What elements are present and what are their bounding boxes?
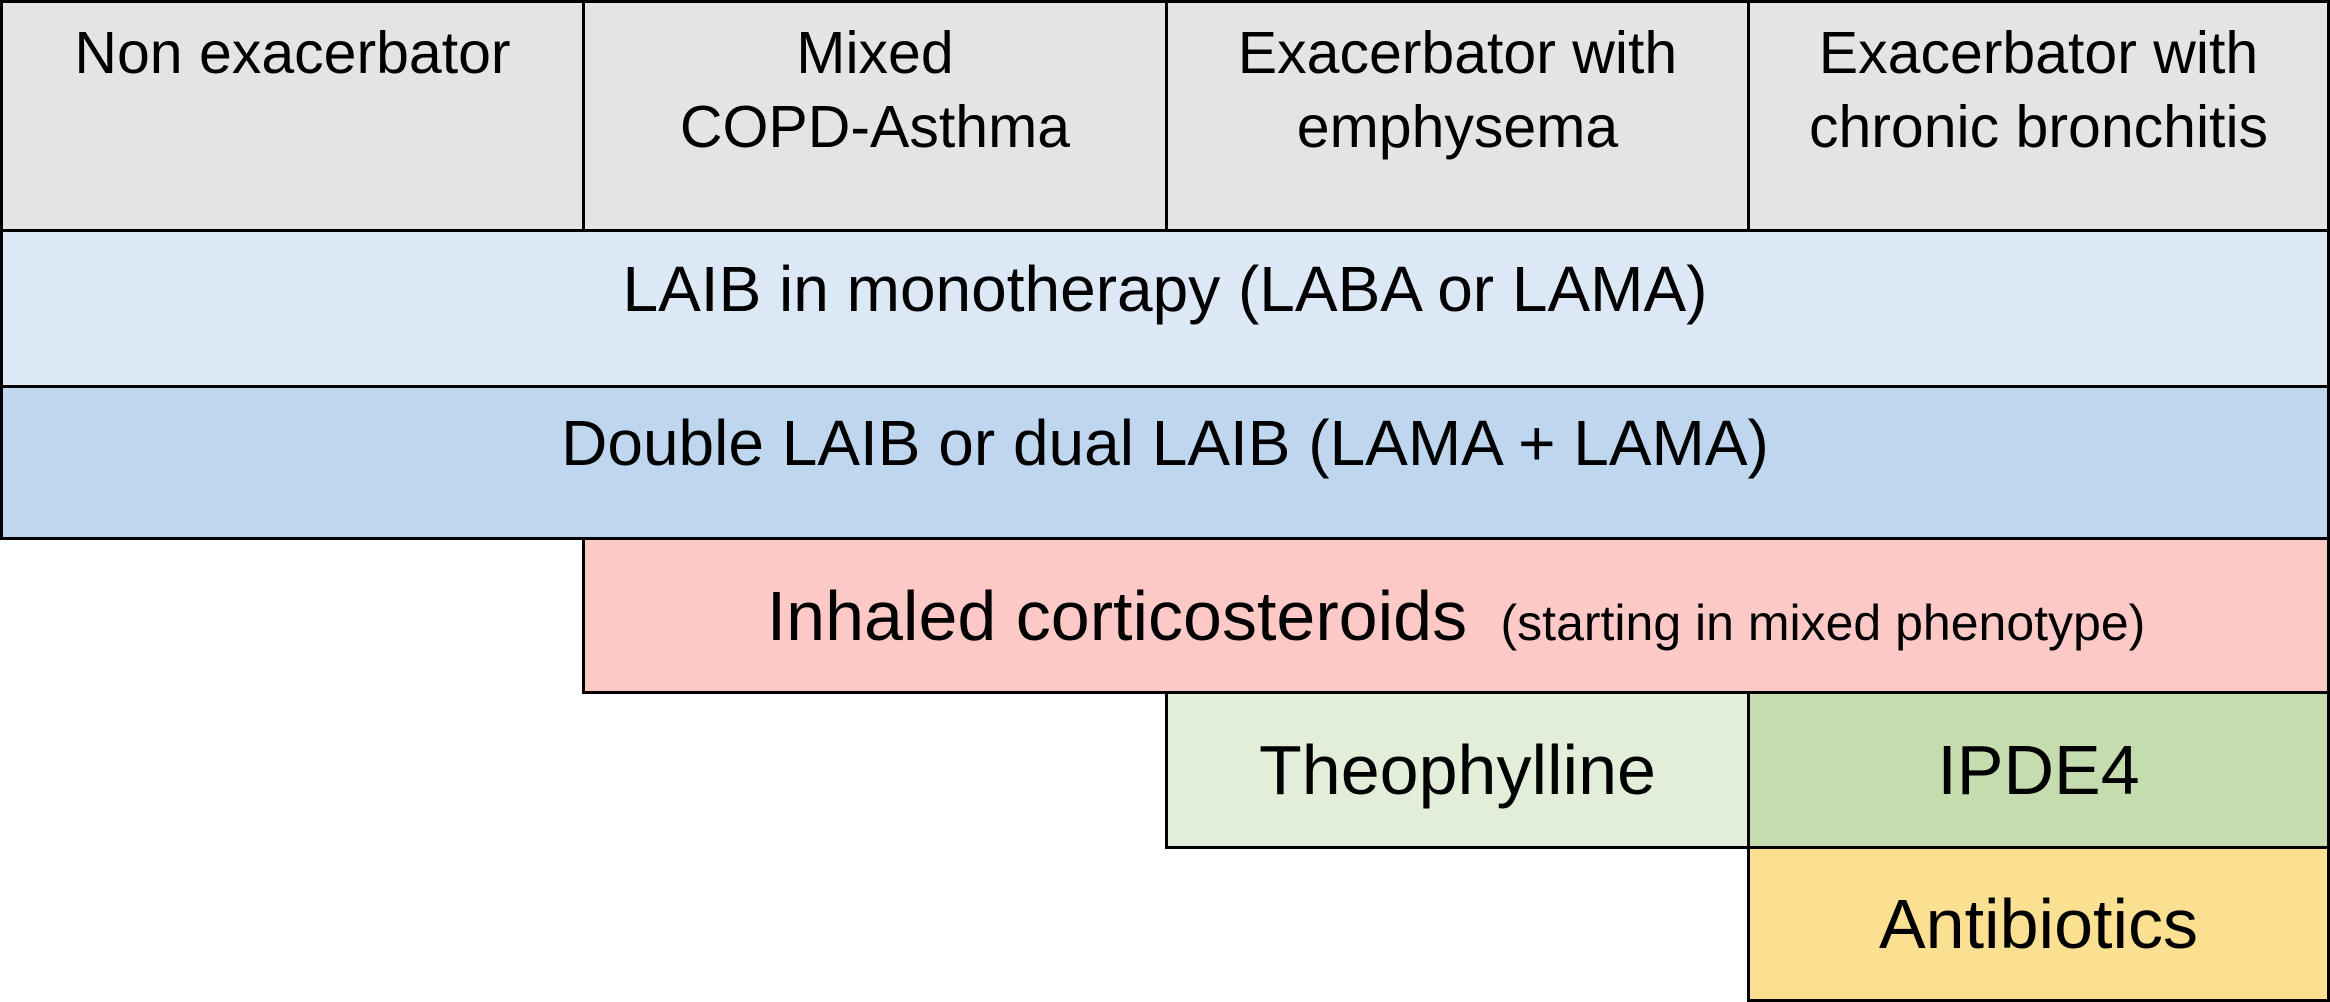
column-header-mixed-copd-asthma: Mixed COPD-Asthma (582, 0, 1168, 232)
band-inhaled-corticosteroids-text: Inhaled corticosteroids (starting in mix… (767, 576, 2146, 656)
band-double-laib-label: Double LAIB or dual LAIB (LAMA + LAMA) (561, 406, 1769, 479)
column-header-exacerbator-emphysema: Exacerbator with emphysema (1165, 0, 1750, 232)
column-header-non-exacerbator: Non exacerbator (0, 0, 585, 232)
band-double-laib: Double LAIB or dual LAIB (LAMA + LAMA) (0, 385, 2330, 540)
band-laib-monotherapy: LAIB in monotherapy (LABA or LAMA) (0, 229, 2330, 388)
cell-ipde4: IPDE4 (1747, 691, 2330, 849)
cell-antibiotics: Antibiotics (1747, 846, 2330, 1002)
band-laib-monotherapy-label: LAIB in monotherapy (LABA or LAMA) (622, 252, 1708, 325)
inhaled-corticosteroids-note: (starting in mixed phenotype) (1500, 594, 2146, 651)
band-inhaled-corticosteroids: Inhaled corticosteroids (starting in mix… (582, 537, 2330, 694)
column-header-exacerbator-chronic-bronchitis: Exacerbator with chronic bronchitis (1747, 0, 2330, 232)
inhaled-corticosteroids-label: Inhaled corticosteroids (766, 576, 1468, 655)
cell-theophylline: Theophylline (1165, 691, 1750, 849)
